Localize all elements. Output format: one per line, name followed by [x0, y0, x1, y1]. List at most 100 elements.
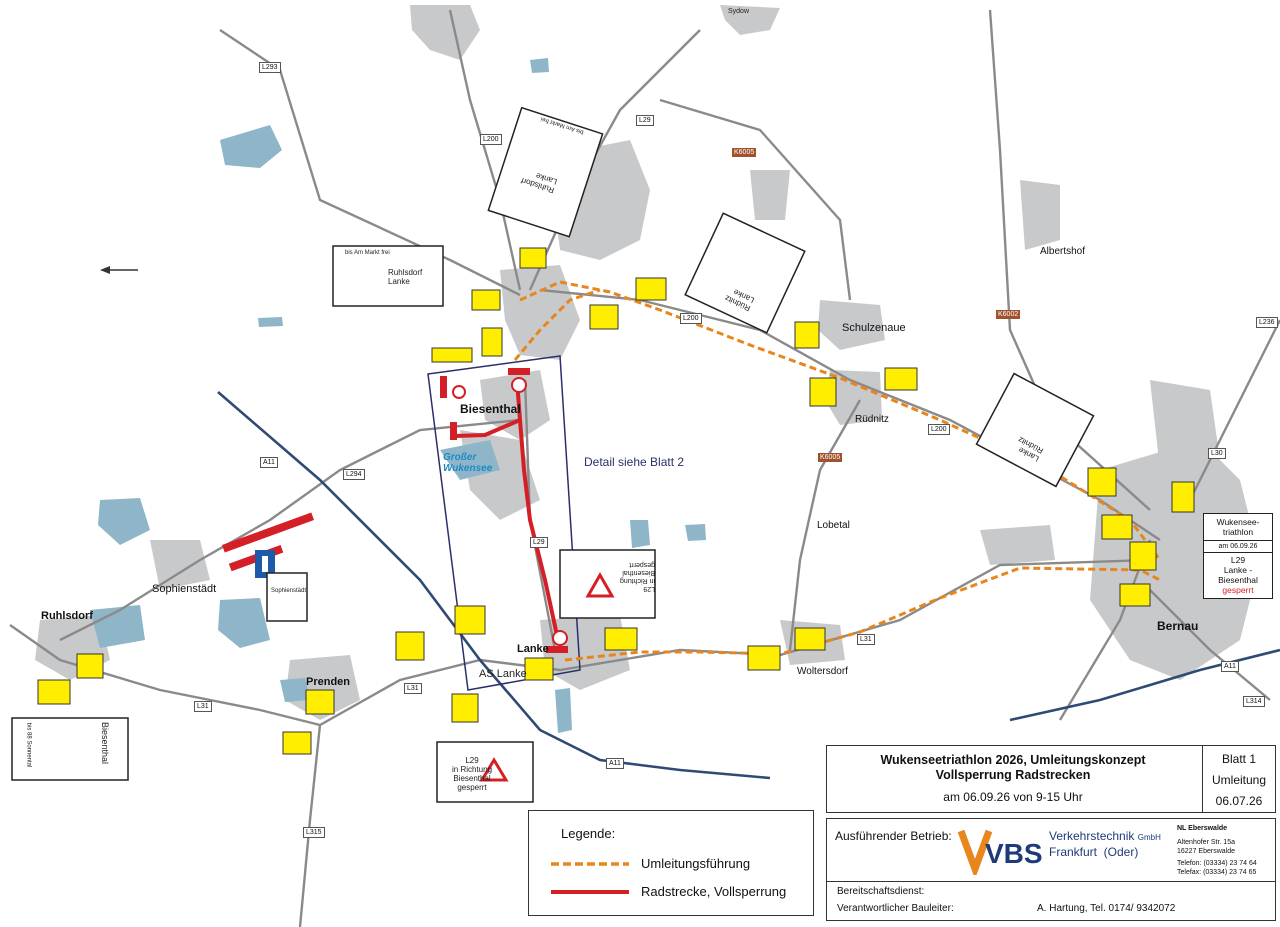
- lake-9: [258, 317, 283, 327]
- road-k6002: [988, 9, 1151, 511]
- settlement-areas: [35, 5, 1260, 720]
- detour-sign-7: [794, 321, 820, 349]
- sign-1-text: Ruhlsdorf Lanke: [388, 268, 423, 286]
- town-woltersdorf: Woltersdorf: [797, 666, 848, 677]
- legend-closure-label: Radstrecke, Vollsperrung: [641, 884, 787, 899]
- road-k6005-south: [788, 399, 862, 651]
- detour-sign-21: [451, 693, 479, 723]
- lake-6: [630, 520, 650, 548]
- detour-sign-25: [37, 679, 71, 705]
- sign-6-text: Biesenthal: [100, 721, 111, 765]
- road-label-a11-south: A11: [606, 758, 624, 769]
- motorway-a11-west: [217, 391, 771, 780]
- lake-3: [218, 598, 270, 648]
- detour-sign-1: [519, 247, 547, 269]
- sign-box-8: [266, 572, 308, 622]
- detour-sign-5: [589, 304, 619, 330]
- detour-sign-6: [635, 277, 667, 301]
- detour-sign-12: [1171, 481, 1195, 513]
- company-block: Ausführender Betrieb: VBS Verkehrstechni…: [826, 818, 1276, 882]
- road-label-l293: L293: [259, 62, 281, 73]
- road-l315: [298, 724, 322, 927]
- road-label-l315: L315: [303, 827, 325, 838]
- sheet-type: Umleitung: [1211, 773, 1267, 787]
- town-albertshof: Albertshof: [1040, 246, 1086, 257]
- duty-label: Bereitschaftsdienst:: [837, 886, 925, 897]
- title-line-1: Wukenseetriathlon 2026, Umleitungskonzep…: [880, 753, 1146, 767]
- road-label-l31-west: L31: [194, 701, 212, 712]
- company-zip: 16227 Eberswalde: [1177, 848, 1235, 855]
- road-label-k6005-south: K6005: [818, 453, 843, 462]
- closed-sign-lanke: [552, 630, 568, 646]
- detail-frame: [427, 355, 581, 691]
- sheet-number: Blatt 1: [1221, 752, 1257, 766]
- company-street: Altenhofer Str. 15a: [1177, 839, 1235, 846]
- lake-label-grosser-wukensee: Großer Wukensee: [443, 452, 493, 474]
- vbs-logo-text: VBS: [985, 838, 1043, 869]
- detour-sign-11: [1101, 514, 1133, 540]
- sign-box-4: [975, 372, 1095, 488]
- settlement-biesenthal: [500, 265, 580, 360]
- road-label-l314: L314: [1243, 696, 1265, 707]
- road-l200-north: [448, 9, 522, 291]
- detour-sign-3: [481, 327, 503, 357]
- road-k6005: [659, 98, 852, 301]
- detour-sign-18: [524, 657, 554, 681]
- bernau-info-title: Wukensee- triathlon: [1204, 514, 1272, 541]
- town-ruhlsdorf: Ruhlsdorf: [41, 610, 93, 622]
- detour-signs: [37, 247, 1195, 755]
- company-branch: NL Eberswalde: [1177, 825, 1228, 832]
- lake-2: [98, 498, 150, 545]
- sheet-date: 06.07.26: [1215, 794, 1263, 808]
- company-label: Ausführender Betrieb:: [835, 829, 952, 843]
- duty-block: Bereitschaftsdienst: Verantwortlicher Ba…: [826, 881, 1276, 921]
- settlement-prenden: [285, 655, 360, 720]
- settlement-west-bernau: [980, 525, 1055, 565]
- info-sign-boxes: [11, 106, 1095, 803]
- company-name-text: Verkehrstechnik: [1049, 829, 1135, 843]
- detail-note: Detail siehe Blatt 2: [584, 455, 685, 469]
- road-label-l200-east: L200: [928, 424, 950, 435]
- warning-triangles: [479, 571, 615, 782]
- lake-grosser-wukensee: [440, 440, 500, 480]
- town-bernau: Bernau: [1157, 619, 1199, 633]
- detour-biesenthal-link: [513, 288, 601, 361]
- motorway-a11-east: [1009, 648, 1280, 722]
- road-label-l30: L30: [1208, 448, 1226, 459]
- town-prenden: Prenden: [306, 676, 351, 688]
- lake-8: [530, 58, 549, 73]
- company-name: Verkehrstechnik GmbH: [1049, 829, 1161, 843]
- town-lanke: Lanke: [517, 643, 549, 655]
- barrier-west: [440, 376, 447, 398]
- sign-box-1: [332, 245, 444, 307]
- company-gmbh: GmbH: [1137, 833, 1161, 842]
- road-label-a11-east: A11: [1221, 661, 1239, 672]
- detour-sign-13: [1129, 541, 1157, 571]
- closure-route: [454, 379, 560, 641]
- detour-sign-19: [454, 605, 486, 635]
- town-ruednitz: Rüdnitz: [855, 414, 889, 425]
- barriers: [221, 368, 568, 653]
- road-label-l236: L236: [1256, 317, 1278, 328]
- closure-l29: [518, 419, 560, 641]
- settlement-bernau-north: [1150, 380, 1220, 470]
- detour-sign-4: [431, 347, 473, 363]
- lake-4: [90, 605, 145, 648]
- detour-sign-14: [1119, 583, 1151, 607]
- closed-sign-biesenthal: [452, 385, 466, 399]
- road-l314: [1149, 589, 1271, 701]
- road-label-l31-prenden: L31: [404, 683, 422, 694]
- road-l293: [219, 29, 521, 297]
- lake-7: [685, 524, 706, 541]
- barrier-biesenthal: [508, 368, 530, 375]
- detour-sign-16: [747, 645, 781, 671]
- north-arrow: [100, 266, 138, 274]
- bernau-info-status: gesperrt: [1222, 585, 1254, 595]
- town-lobetal: Lobetal: [817, 520, 850, 531]
- sign-box-5: [559, 549, 656, 619]
- manager-name: A. Hartung, Tel. 0174/ 9342072: [1037, 903, 1176, 914]
- company-fax: Telefax: (03334) 23 74 65: [1177, 869, 1257, 876]
- interchange-as-lanke: AS Lanke: [479, 668, 527, 680]
- sign-7-text: L29 in Richtung Biesenthal gesperrt: [452, 756, 493, 792]
